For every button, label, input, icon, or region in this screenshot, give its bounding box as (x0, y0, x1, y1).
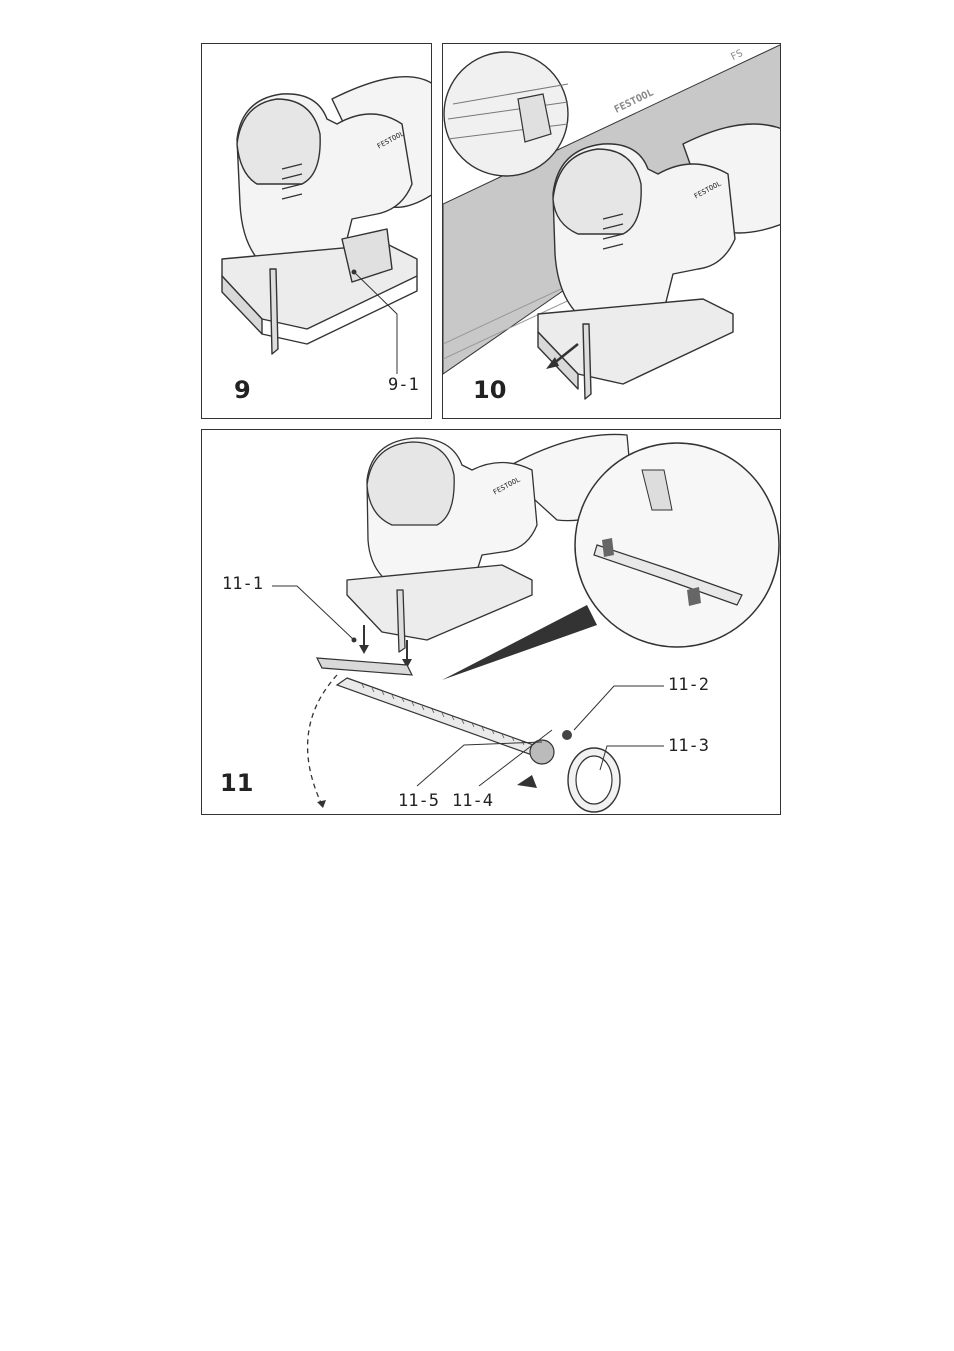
callout-11-4: 11-4 (452, 791, 493, 811)
figure-9-panel: 9 9-1 FESTOOL (201, 43, 432, 419)
figure-10-panel: 10 FESTOOL FS FESTOOL (442, 43, 781, 419)
callout-11-5: 11-5 (398, 791, 439, 811)
figure-number-11: 11 (220, 769, 254, 797)
figure-11-panel: 11 11-1 11-2 11-3 11-5 11-4 FESTOOL (201, 429, 781, 815)
circle-cutter-illustration (272, 433, 780, 813)
jigsaw-side-illustration (221, 76, 431, 374)
arrow-icon (546, 357, 559, 369)
callout-11-3: 11-3 (668, 736, 709, 756)
guide-rail-illustration (443, 44, 780, 400)
callout-11-2: 11-2 (668, 675, 709, 695)
figure-number-10: 10 (473, 376, 507, 404)
callout-11-1: 11-1 (222, 574, 263, 594)
callout-9-1: 9-1 (388, 375, 419, 395)
figure-number-9: 9 (234, 376, 251, 404)
